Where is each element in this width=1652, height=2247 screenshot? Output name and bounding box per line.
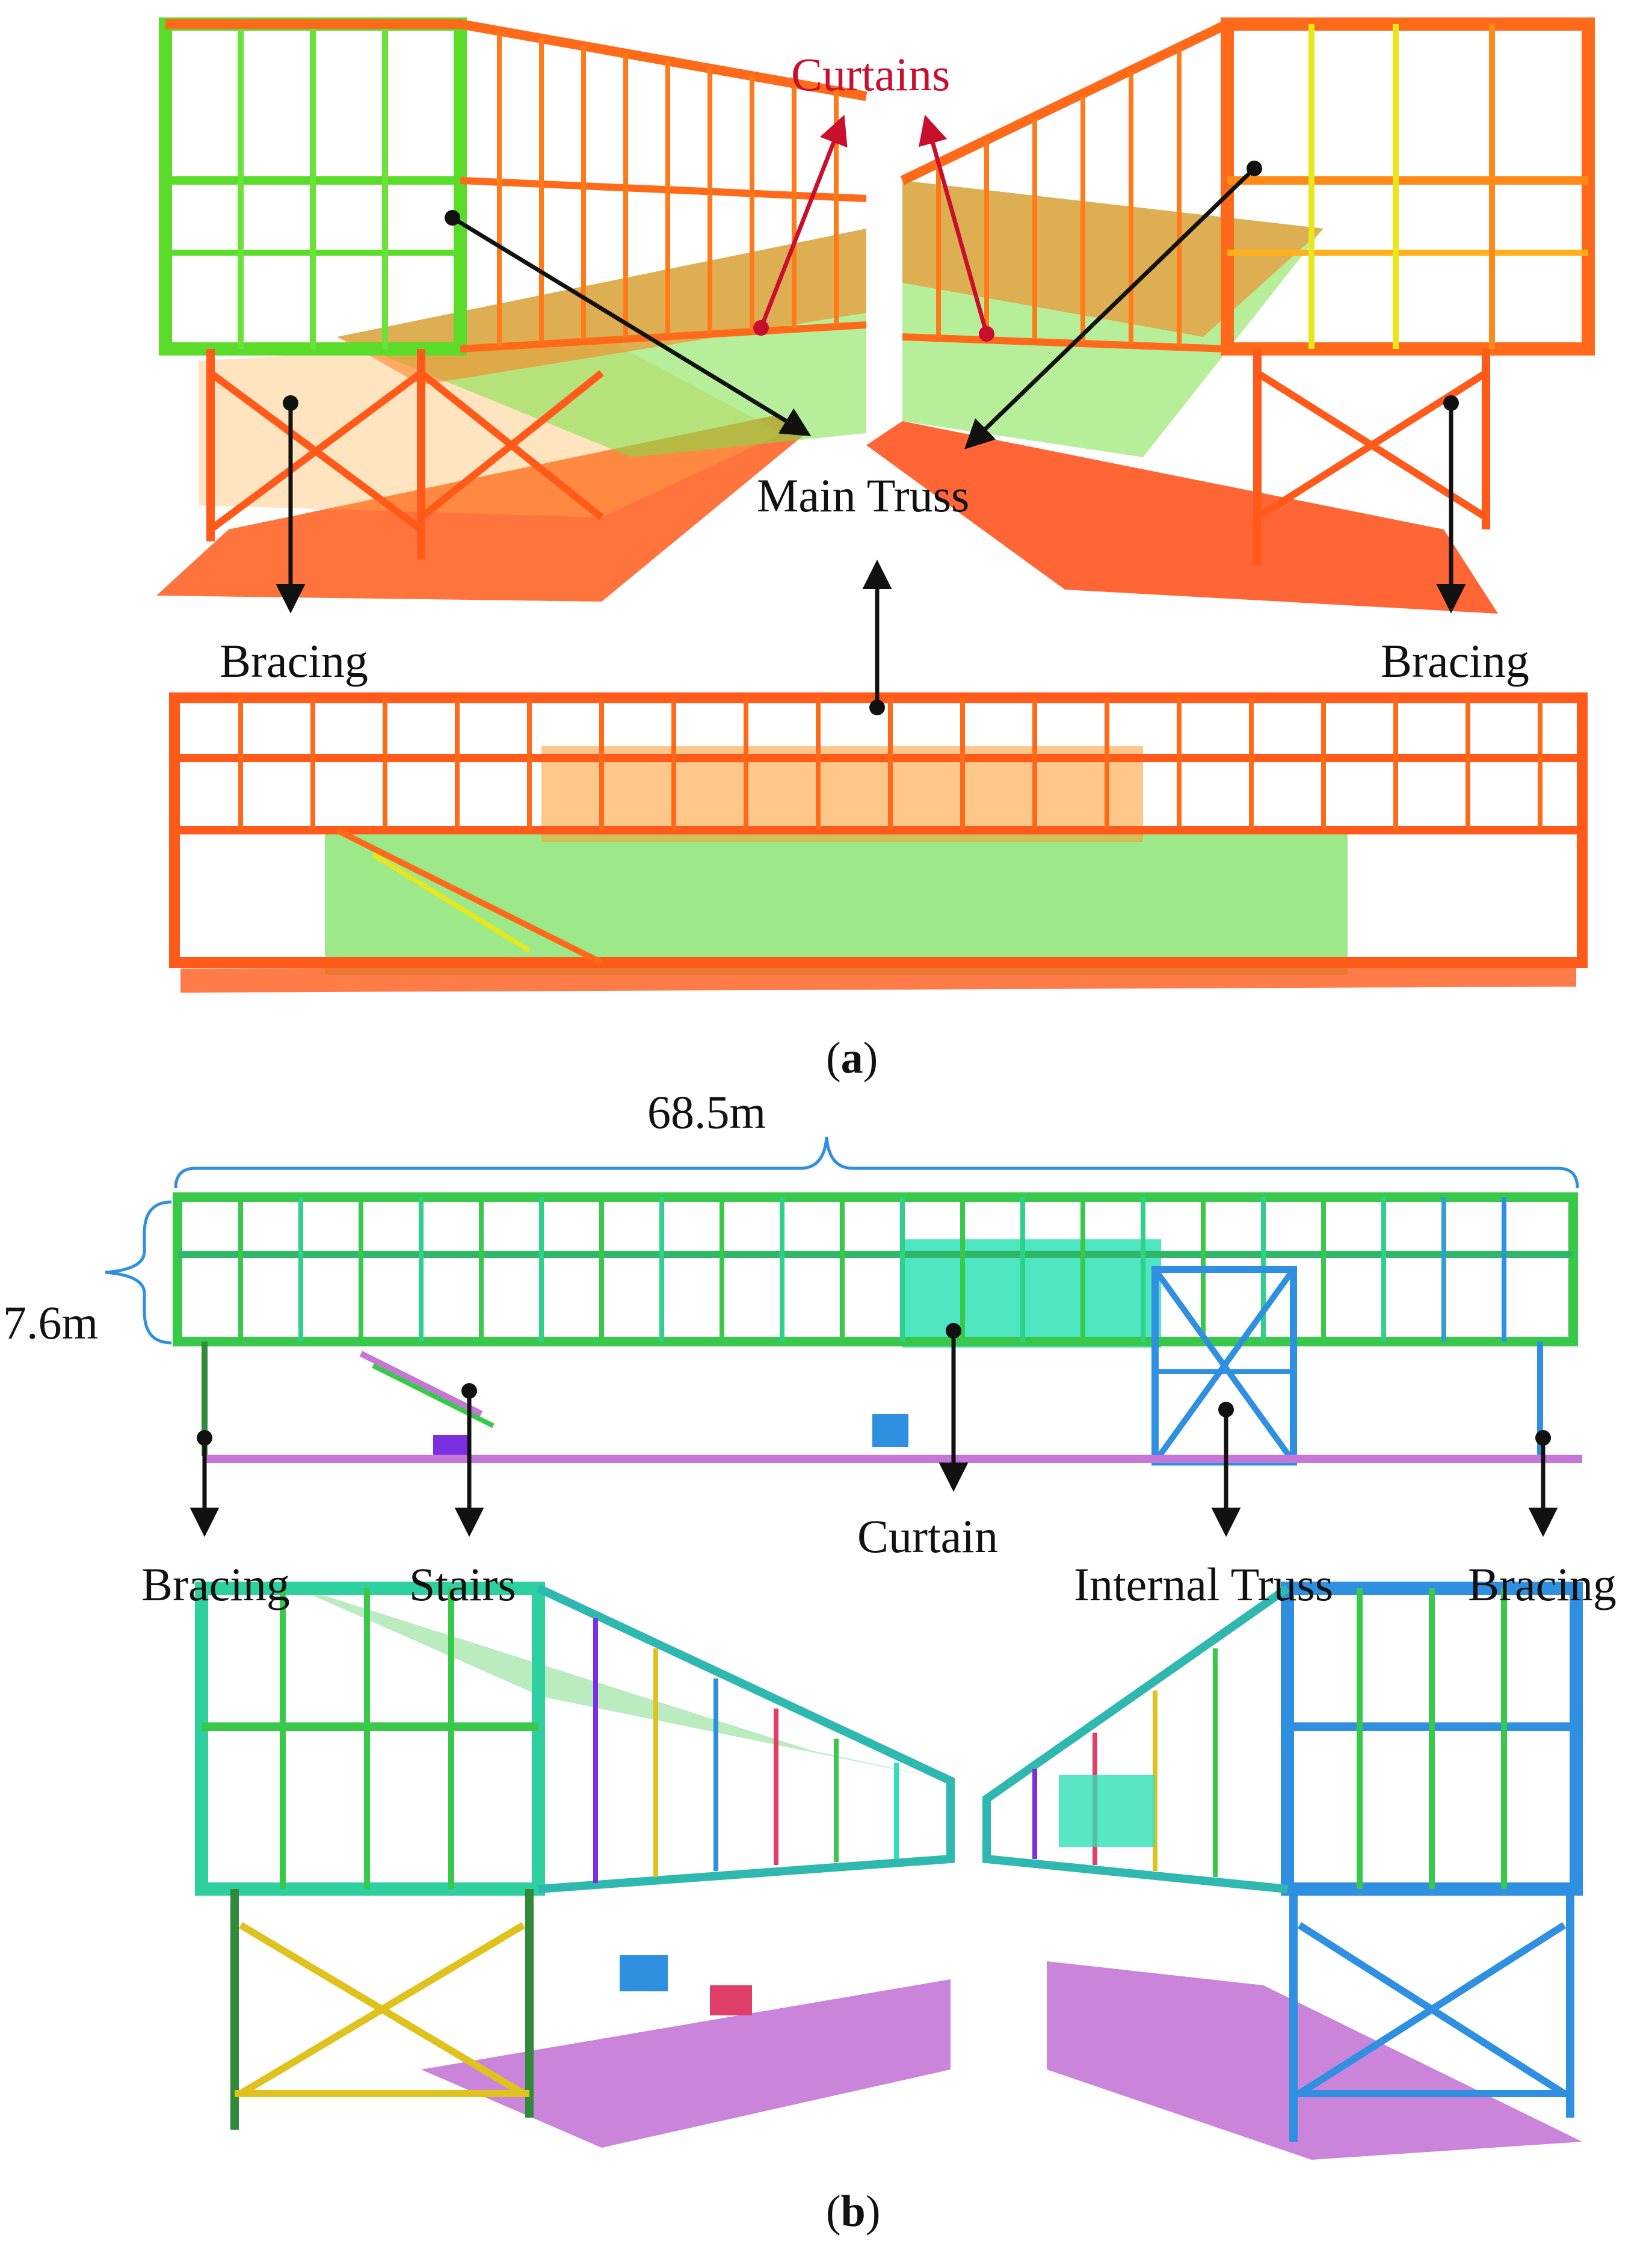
- label-internal-truss: Internal Truss: [1074, 1558, 1333, 1611]
- main-truss-arrow-left: [451, 216, 812, 437]
- dimension-length: 68.5m: [647, 1086, 766, 1138]
- scan-view-top-left: [156, 17, 868, 602]
- caption-b-open: (: [826, 2187, 841, 2236]
- bracing-dot-right-a: [1443, 395, 1459, 411]
- internal-truss-dot: [1218, 1402, 1234, 1417]
- label-stairs: Stairs: [409, 1558, 516, 1611]
- bracing-dot-right-b: [1535, 1430, 1551, 1446]
- stairs-dot: [461, 1383, 477, 1399]
- bracing-dot-left-b: [197, 1430, 212, 1446]
- curtains-dot-left: [753, 320, 769, 336]
- label-main-truss: Main Truss: [757, 469, 969, 522]
- panel-a: Curtains Main Truss Bracing Bracing (a): [156, 17, 1595, 1083]
- segmented-view-front: [173, 1192, 1582, 1466]
- main-truss-dot-left: [445, 210, 460, 226]
- bracing-dot-left-a: [283, 395, 298, 411]
- height-brace: [105, 1200, 172, 1345]
- curtains-arrow-left: [759, 114, 848, 329]
- caption-a-open: (: [826, 1034, 841, 1083]
- label-curtains: Curtains: [791, 48, 950, 100]
- scan-view-front: [169, 692, 1588, 993]
- dimension-height: 7.6m: [3, 1296, 98, 1349]
- curtains-dot-right: [979, 326, 994, 342]
- main-truss-dot-front: [869, 700, 885, 715]
- curtain-dot: [946, 1323, 961, 1339]
- label-curtain: Curtain: [857, 1510, 998, 1562]
- annotations-a: [276, 114, 1466, 715]
- segmented-view-bottom-left: [195, 1582, 955, 2148]
- label-bracing-right-a: Bracing: [1381, 635, 1529, 687]
- caption-a-letter: a: [841, 1034, 863, 1083]
- caption-a-close: ): [863, 1034, 878, 1083]
- caption-b: (b): [826, 2187, 880, 2236]
- curtains-arrow-right: [919, 114, 989, 334]
- panel-b: 68.5m 7.6m: [3, 1086, 1617, 2236]
- main-truss-dot-right: [1247, 161, 1262, 176]
- label-bracing-left-b: Bracing: [141, 1558, 290, 1611]
- length-brace: [174, 1136, 1579, 1189]
- annotations-b: [190, 1323, 1558, 1537]
- scan-view-top-right: [866, 17, 1595, 614]
- label-bracing-right-b: Bracing: [1468, 1558, 1617, 1611]
- caption-b-letter: b: [841, 2187, 866, 2236]
- caption-b-close: ): [866, 2187, 881, 2236]
- caption-a: (a): [826, 1034, 878, 1083]
- segmented-view-bottom-right: [982, 1582, 1583, 2160]
- label-bracing-left-a: Bracing: [220, 635, 368, 687]
- main-truss-arrow-right: [964, 167, 1256, 449]
